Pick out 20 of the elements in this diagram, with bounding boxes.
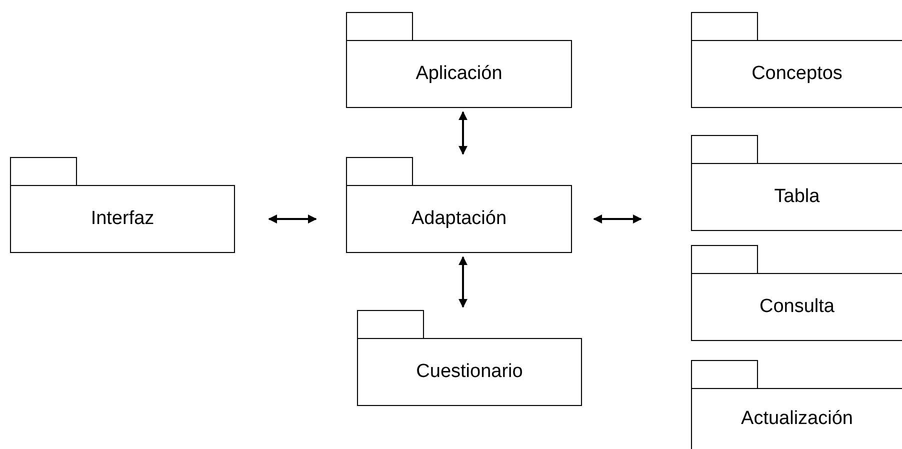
package-shape xyxy=(691,360,902,449)
package-label: Conceptos xyxy=(752,62,842,86)
package-label: Consulta xyxy=(760,294,834,319)
package-label: Adaptación xyxy=(411,206,507,231)
package-label: Actualización xyxy=(741,406,853,431)
package-shape xyxy=(691,245,902,341)
package-label: Interfaz xyxy=(90,206,154,231)
package-label: Cuestionario xyxy=(416,360,523,384)
package-shape xyxy=(10,157,235,253)
package-label: Aplicación xyxy=(416,62,502,86)
double-arrow xyxy=(268,214,317,224)
package-shape xyxy=(357,310,582,406)
double-arrow xyxy=(458,256,468,308)
package-shape xyxy=(691,135,902,231)
package-label: Tabla xyxy=(774,184,820,209)
double-arrow xyxy=(458,111,468,155)
package-shape xyxy=(691,12,902,108)
double-arrow xyxy=(593,214,642,224)
package-shape xyxy=(346,157,572,253)
package-shape xyxy=(346,12,572,108)
